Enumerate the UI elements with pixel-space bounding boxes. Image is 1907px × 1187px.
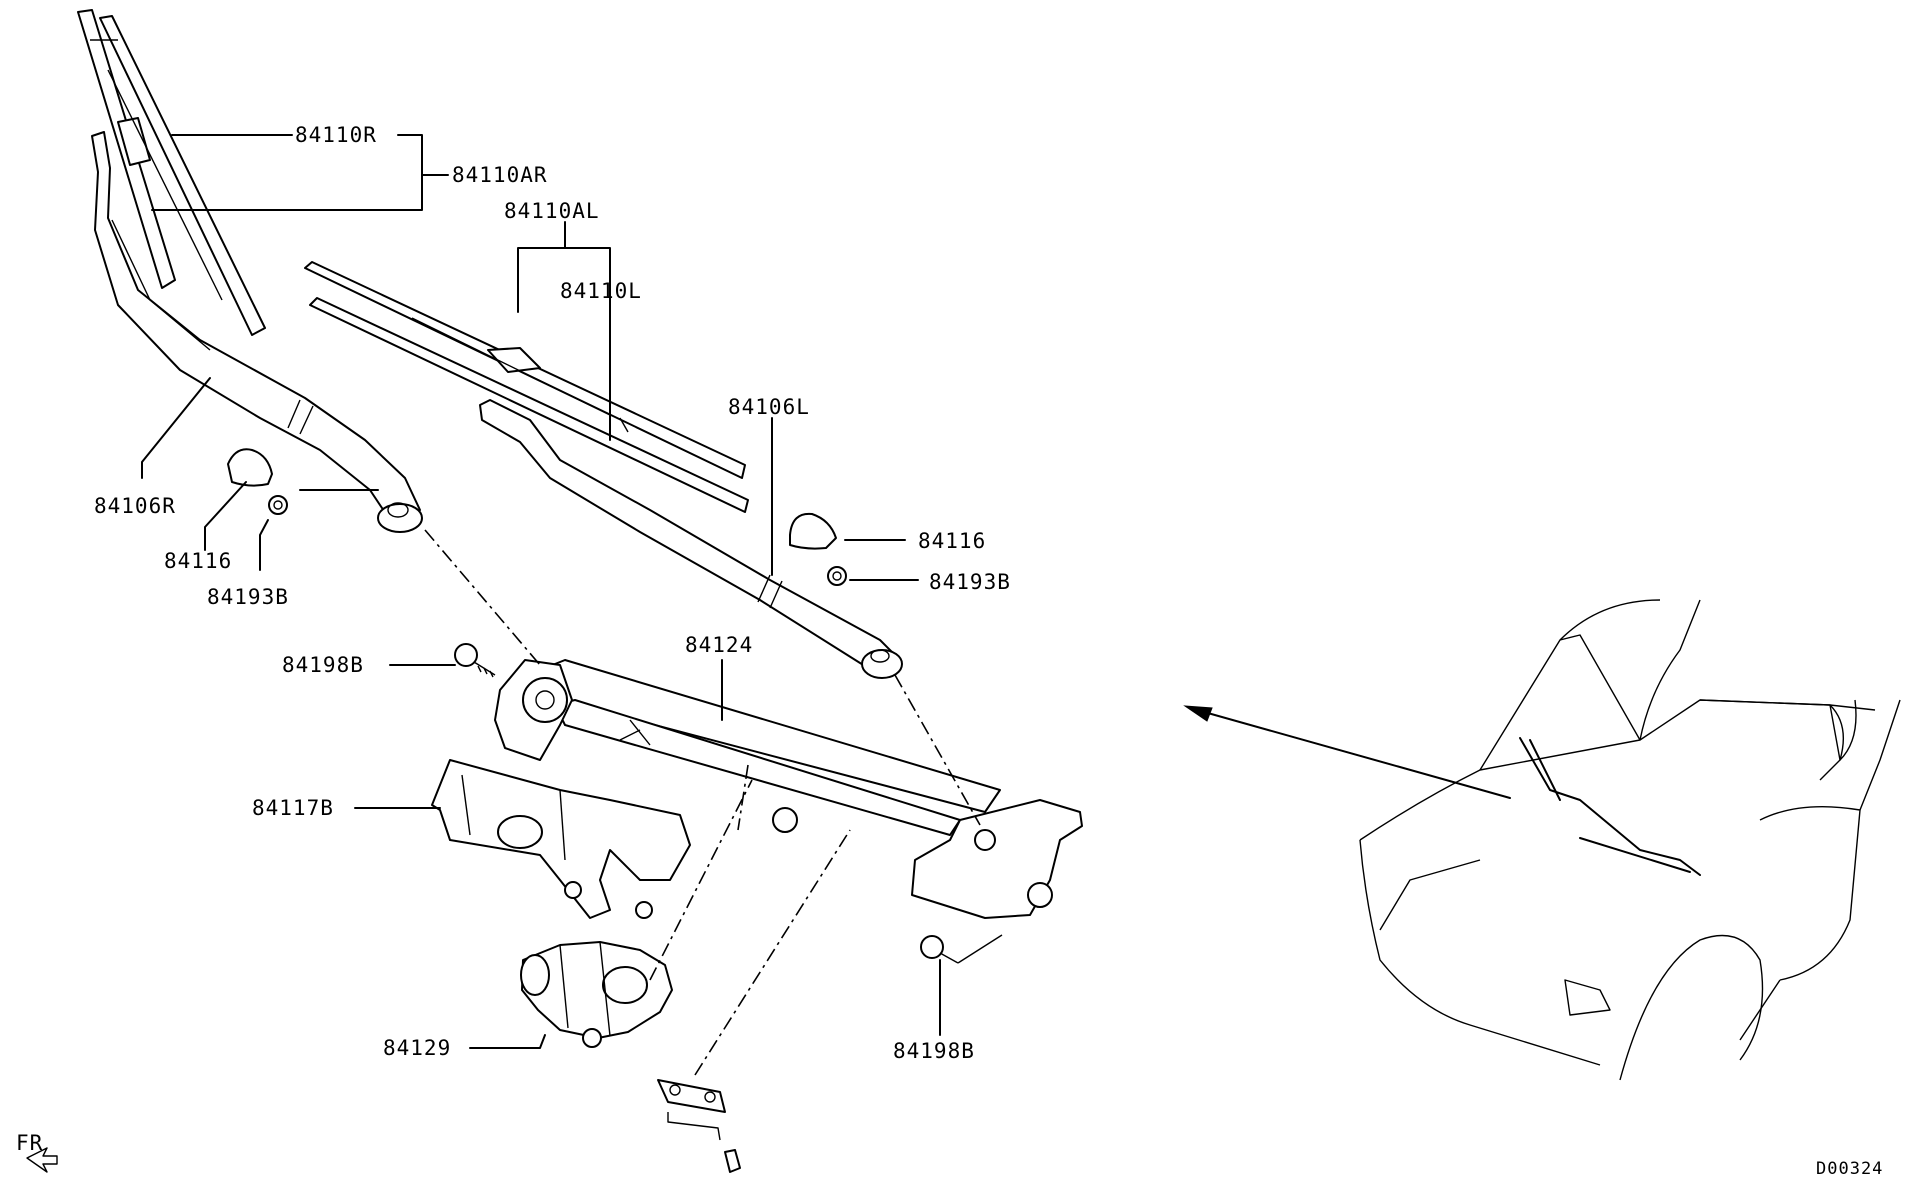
bolt-upper-part [454,643,496,678]
nut-right-part [268,495,288,515]
small-bracket-part [657,1079,741,1173]
wiper-blade-right [77,9,266,336]
front-direction-arrow-icon [26,1147,58,1173]
label-84193B-left: 84193B [207,585,289,609]
cap-left-part [789,512,837,550]
assembly-lines [424,529,1003,1141]
wiper-arm-left [479,399,903,679]
direction-label: FR [16,1131,43,1155]
label-84198B-lower: 84198B [893,1039,975,1063]
wiper-arm-right [91,131,423,533]
label-84106L: 84106L [728,395,810,419]
label-84124: 84124 [685,633,753,657]
wiper-linkage [494,659,1083,919]
label-84117B: 84117B [252,796,334,820]
diagram-code: D00324 [1816,1159,1883,1179]
vehicle-locator [1183,599,1901,1081]
label-84110AL: 84110AL [504,199,600,223]
label-84106R: 84106R [94,494,176,518]
bolt-lower-part [920,935,959,964]
nut-left-part [827,566,847,586]
label-84193B-right: 84193B [929,570,1011,594]
cap-right-part [227,448,273,487]
label-84110R: 84110R [295,123,377,147]
label-84129: 84129 [383,1036,451,1060]
label-84116-right: 84116 [918,529,986,553]
label-84110L: 84110L [560,279,642,303]
label-84198B-upper: 84198B [282,653,364,677]
wiper-motor [520,901,673,1048]
label-84110AR: 84110AR [452,163,548,187]
leader-lines [141,134,941,1049]
label-84116-left: 84116 [164,549,232,573]
motor-bracket [431,759,691,919]
wiper-blade-left [304,261,749,513]
